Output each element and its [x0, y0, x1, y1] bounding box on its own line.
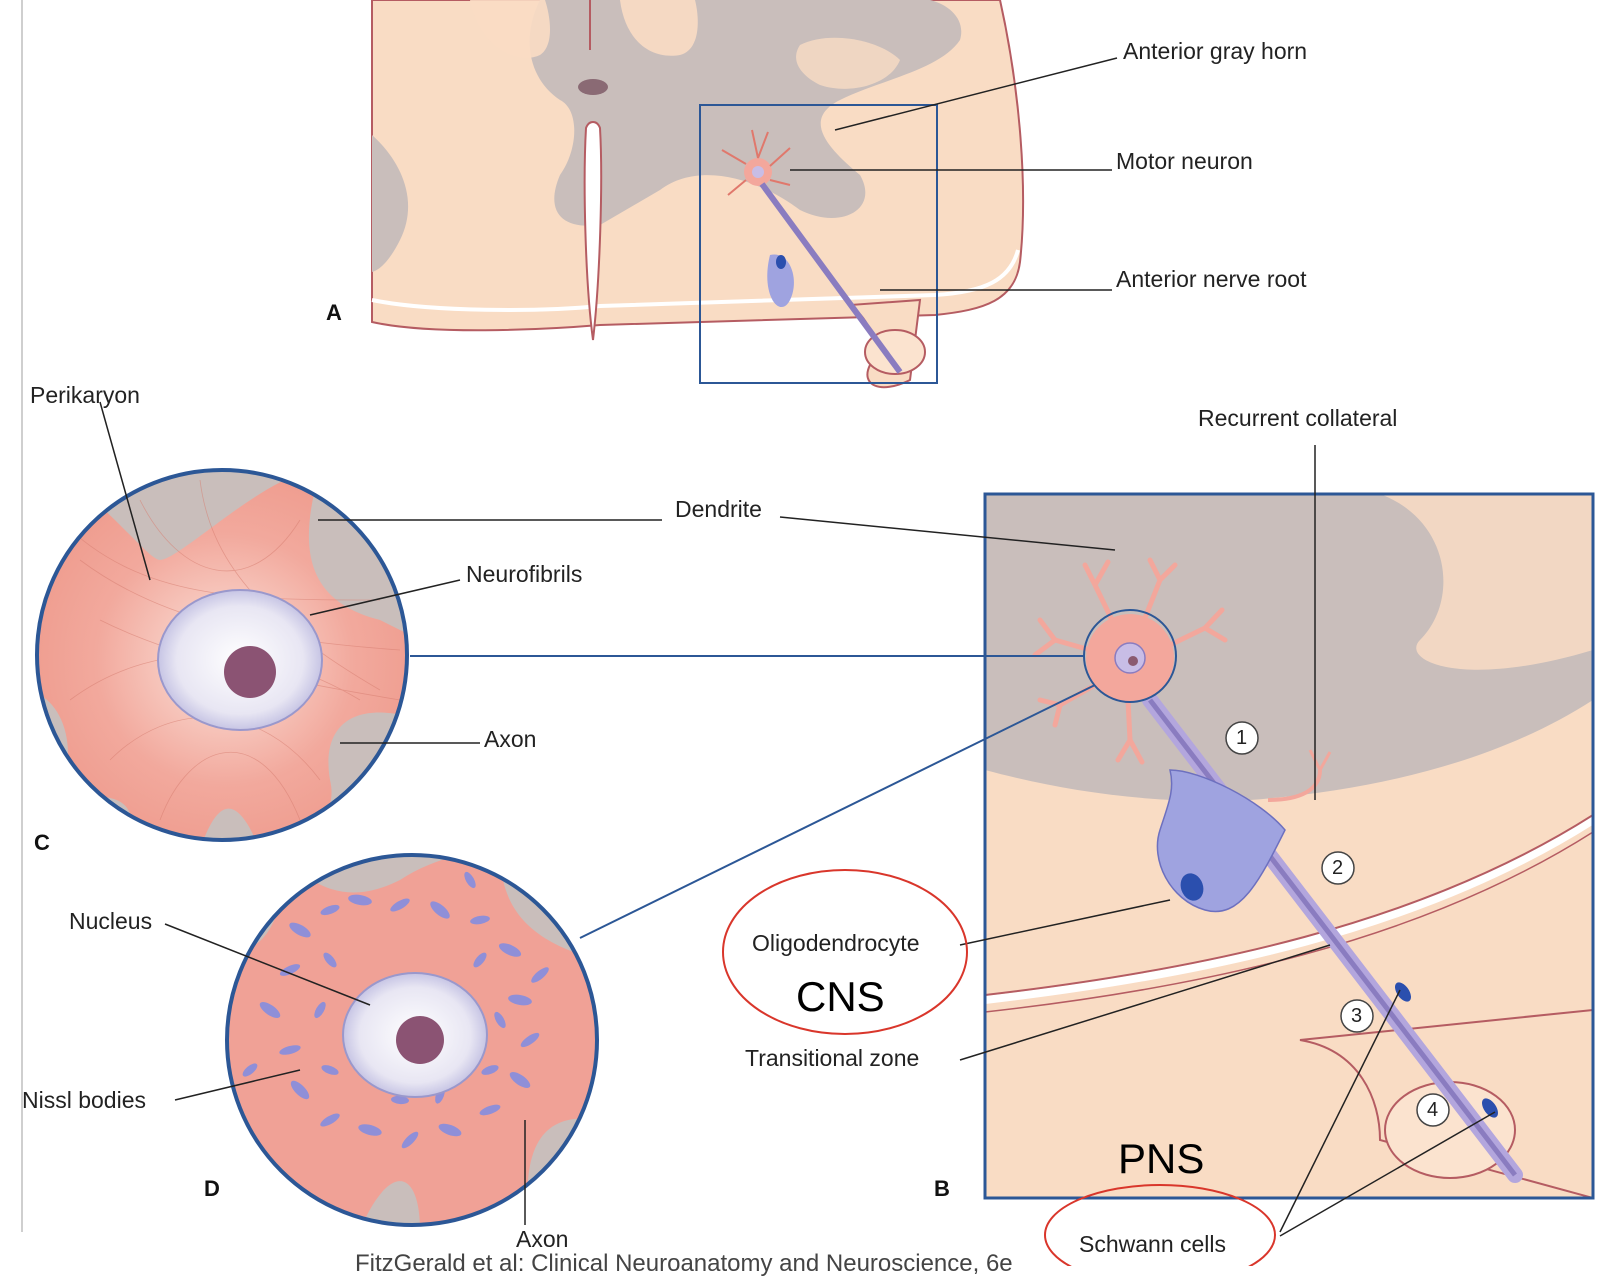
label-anterior-nerve-root: Anterior nerve root: [1116, 266, 1307, 292]
panel-d-circle: [225, 853, 599, 1227]
annotation-cns: CNS: [796, 973, 885, 1020]
panel-a-detail-box: [699, 104, 938, 384]
segment-marker-3: [1340, 999, 1374, 1033]
panel-c-perikaryon: [35, 468, 409, 842]
panel-b-frame: [983, 492, 1595, 1200]
annotation-pns: PNS: [1118, 1135, 1205, 1182]
label-neurofibrils: Neurofibrils: [466, 561, 583, 587]
label-perikaryon: Perikaryon: [30, 382, 140, 408]
label-nucleus: Nucleus: [69, 908, 153, 934]
segment-marker-4: [1416, 1093, 1450, 1127]
label-axon-d: Axon: [516, 1226, 569, 1252]
panel-c-circle: [35, 468, 409, 842]
figure-credit: FitzGerald et al: Clinical Neuroanatomy …: [355, 1250, 1013, 1277]
label-dendrite: Dendrite: [675, 496, 762, 522]
segment-marker-1: [1225, 721, 1259, 755]
panel-b-detail: [985, 494, 1593, 1198]
label-oligodendrocyte: Oligodendrocyte: [752, 930, 920, 956]
panel-label-a: A: [326, 300, 342, 325]
leader-lines: [99, 57, 1496, 1237]
segment-markers: [1225, 721, 1450, 1127]
cns-highlight-circle: [722, 869, 968, 1035]
nissl-bodies: [242, 871, 549, 1149]
schwann-highlight-circle: [1044, 1184, 1276, 1277]
segment-number-4: 4: [1427, 1099, 1439, 1121]
nucleolus-c: [224, 646, 276, 698]
label-anterior-gray-horn: Anterior gray horn: [1123, 38, 1308, 64]
nucleolus-d: [396, 1016, 444, 1064]
label-axon-c: Axon: [484, 726, 537, 752]
segment-marker-2: [1321, 851, 1355, 885]
segment-number-3: 3: [1351, 1005, 1363, 1027]
panel-d-nissl: [225, 853, 599, 1227]
panel-label-d: D: [204, 1176, 220, 1201]
connector-d: [579, 684, 1096, 939]
segment-number-1: 1: [1236, 727, 1248, 749]
panel-label-b: B: [934, 1176, 950, 1201]
label-schwann-cells: Schwann cells: [1079, 1231, 1227, 1257]
segment-number-2: 2: [1332, 857, 1344, 879]
label-transitional-zone: Transitional zone: [745, 1045, 920, 1071]
label-motor-neuron: Motor neuron: [1116, 148, 1253, 174]
label-recurrent-collateral: Recurrent collateral: [1198, 405, 1398, 431]
label-nissl-bodies: Nissl bodies: [22, 1087, 146, 1113]
spinal-cord-section: [371, 0, 1025, 389]
panel-label-c: C: [34, 830, 50, 855]
